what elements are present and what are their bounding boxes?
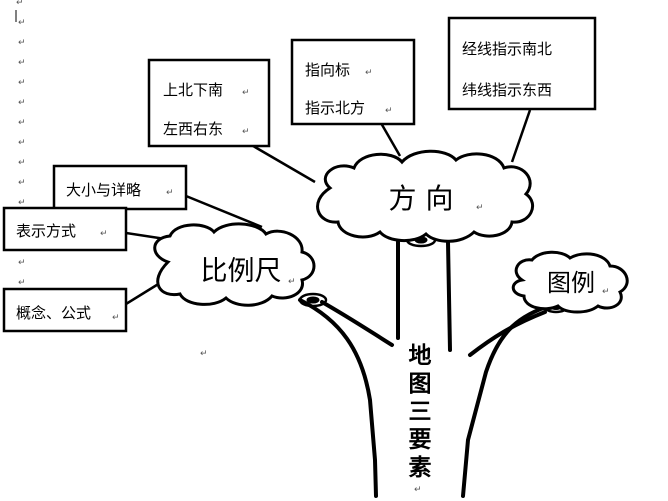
cloud-label-direction: 方 向 [389, 182, 454, 215]
paragraph-mark: ↵ [16, 0, 24, 8]
branch-direction-right [446, 240, 452, 352]
cloud-direction: 方 向 ↵ [316, 149, 534, 243]
paragraph-mark: ↵ [100, 229, 108, 239]
box-frame [52, 164, 188, 211]
paragraph-mark: ↵ [112, 313, 120, 323]
cloud-legend: 图例 ↵ [511, 250, 629, 314]
connector-direction-c [510, 109, 532, 163]
box-direction-a: 上北下南 左西右东 ↵ ↵ [147, 58, 271, 148]
paragraph-mark: ↵ [200, 349, 208, 359]
cloud-label-scale: 比例尺 [201, 256, 282, 287]
box-frame [2, 206, 128, 252]
cloud-scale: 比例尺 ↵ [153, 222, 316, 307]
box-line: 指向标 [305, 61, 350, 79]
trunk-char: 图 [409, 371, 432, 397]
box-line: 左西右东 [163, 120, 223, 138]
trunk-char: 要 [409, 427, 432, 453]
box-line: 大小与详略 [66, 181, 141, 199]
paragraph-mark: ↵ [414, 485, 422, 495]
box-scale-a: 大小与详略 ↵ [52, 164, 188, 211]
paragraph-mark: ↵ [242, 127, 250, 137]
box-frame [290, 38, 416, 126]
knot-scale [298, 292, 328, 308]
trunk-left-edge [298, 298, 378, 498]
connector-scale-a [185, 194, 263, 229]
paragraph-mark: ↵ [288, 277, 296, 287]
paragraph-mark: ↵ [476, 203, 484, 213]
paragraph-mark: ↵ [242, 88, 250, 98]
cloud-shape [153, 222, 316, 307]
connector-direction-b [379, 122, 402, 157]
connector-direction-a [247, 141, 316, 184]
paragraph-mark: ↵ [18, 178, 26, 188]
box-frame [447, 16, 597, 111]
paragraph-mark: ↵ [602, 287, 610, 297]
paragraph-mark: ↵ [18, 118, 26, 128]
box-direction-c: 经线指示南北 纬线指示东西 [447, 16, 597, 111]
box-line: 上北下南 [163, 81, 223, 99]
cloud-shape [316, 149, 534, 243]
branch-legend [468, 310, 547, 357]
paragraph-mark: ↵ [18, 258, 26, 268]
trunk-char: 三 [409, 399, 432, 425]
paragraph-mark: ↵ [18, 78, 26, 88]
box-frame [147, 58, 271, 148]
paragraph-mark: ↵ [18, 58, 26, 68]
box-line: 表示方式 [16, 222, 76, 240]
branch-scale [320, 300, 394, 347]
box-line: 纬线指示东西 [462, 81, 552, 99]
paragraph-mark: ↵ [166, 188, 174, 198]
paragraph-mark: ↵ [18, 18, 26, 28]
paragraph-mark: ↵ [18, 98, 26, 108]
box-scale-b: 表示方式 ↵ [2, 206, 128, 252]
box-line: 指示北方 [305, 99, 365, 117]
box-scale-c: 概念、公式 ↵ [2, 287, 128, 333]
box-line: 概念、公式 [16, 304, 91, 322]
paragraph-mark: ↵ [365, 68, 373, 78]
cloud-label-legend: 图例 [547, 269, 595, 297]
trunk-char: 素 [409, 454, 432, 481]
paragraph-mark: ↵ [18, 278, 26, 288]
trunk-label: 地 图 三 要 素 ↵ [409, 343, 432, 495]
paragraph-mark: ↵ [18, 158, 26, 168]
knot-scale-center [306, 296, 320, 304]
trunk-char: 地 [409, 343, 432, 369]
trunk-right-edge [461, 303, 554, 498]
paragraph-mark: ↵ [18, 138, 26, 148]
box-frame [2, 287, 128, 333]
box-direction-b: 指向标 指示北方 ↵ ↵ [290, 38, 416, 126]
cloud-shape [511, 250, 629, 314]
paragraph-mark: ↵ [385, 106, 393, 116]
box-line: 经线指示南北 [462, 40, 552, 58]
paragraph-mark: ↵ [18, 198, 26, 208]
connector-scale-c [125, 281, 161, 306]
paragraph-mark: ↵ [18, 38, 26, 48]
